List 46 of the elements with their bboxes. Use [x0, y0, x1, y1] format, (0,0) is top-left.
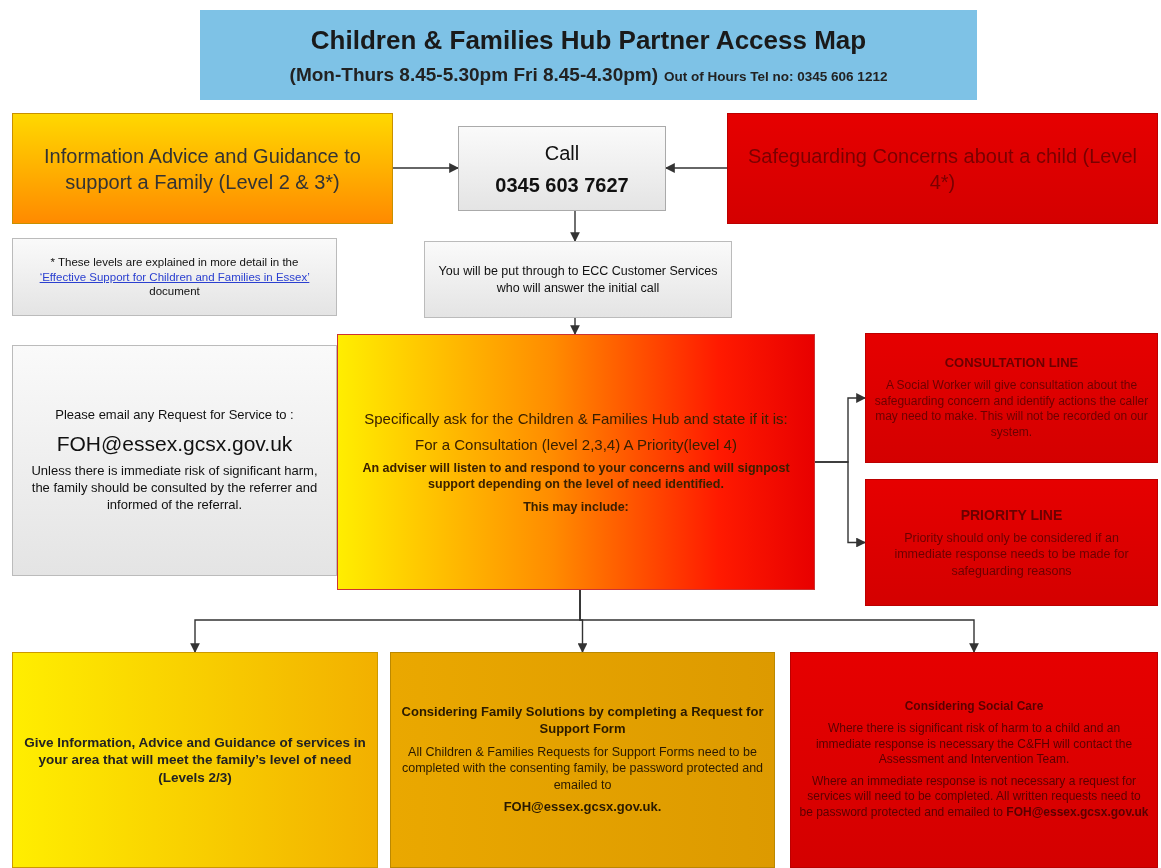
box-text: Where there is significant risk of harm to a child and an immediate response is necessary the C&FH will contact the Assessment and Intervention Team.	[814, 721, 1134, 768]
arrow	[392, 163, 459, 173]
priority-box	[865, 479, 1158, 606]
box-text: Unless there is immediate risk of significant harm, the family should be consulted by the referrer and informed of the referral.	[30, 463, 319, 514]
box-text: For a Consultation (level 2,3,4) A Priority(level 4)	[415, 434, 737, 455]
box-text: FOH@essex.gcsx.gov.uk.	[503, 798, 662, 816]
footnote-text: * These levels are explained in more detail in the ‘Effective Support for Children and Families in Essex’ document	[38, 254, 311, 300]
box-text: Specifically ask for the Children & Families Hub and state if it is:	[364, 409, 788, 429]
box-text: All Children & Families Requests for Support Forms need to be completed with the consenting family, be password protected and emailed to	[400, 744, 765, 793]
subtitle: Out of Hours Tel no: 0345 606 1212	[664, 68, 888, 84]
box-text: Please email any Request for Service to :	[55, 407, 294, 424]
document-link: ‘Effective Support for Children and Families in Essex’	[39, 270, 310, 283]
arrow	[570, 317, 580, 335]
outcome-box	[390, 652, 775, 868]
box-text: You will be put through to ECC Customer Services who will answer the initial call	[437, 263, 719, 296]
process-box	[424, 241, 732, 318]
consultation-box	[865, 333, 1158, 463]
process-box	[337, 334, 815, 590]
footnote-box	[12, 238, 337, 316]
call-box	[458, 126, 666, 211]
box-text: Considering Family Solutions by completing a Request for Support Form	[400, 704, 765, 739]
box-text: Safeguarding Concerns about a child (Level 4*)	[746, 143, 1139, 195]
box-text: Information Advice and Guidance to support a Family (Level 2 & 3*)	[43, 143, 362, 195]
outcome-box	[12, 652, 378, 868]
box-text: Considering Social Care	[904, 699, 1044, 715]
info-box	[12, 113, 393, 224]
safeguarding-box	[727, 113, 1158, 224]
arrow	[665, 163, 728, 173]
subtitle: (Mon-Thurs 8.45-5.30pm Fri 8.45-4.30pm)	[289, 63, 659, 86]
arrow	[570, 210, 580, 242]
box-text: Where an immediate response is not necessary a request for services will need to be completed. All written requests need to be password protected and emailed to FOH@essex.gcsx.gov.uk	[799, 773, 1149, 821]
box-text: CONSULTATION LINE	[944, 355, 1079, 373]
box-text: A Social Worker will give consultation about the safeguarding concern and identify actions the caller may need to make. This will not be recorded on our system.	[874, 378, 1149, 441]
box-text: Give Information, Advice and Guidance of services in your area that will meet the family’s level of need (Levels 2/3)	[23, 733, 367, 787]
box-text: An adviser will listen to and respond to your concerns and will signpost support depending on the level of need identified.	[361, 460, 791, 493]
social-care-box	[790, 652, 1158, 868]
email-box	[12, 345, 337, 576]
box-text: PRIORITY LINE	[960, 506, 1063, 525]
arrow	[579, 589, 979, 653]
box-text: FOH@essex.gcsx.gov.uk	[56, 430, 293, 457]
box-text: Call	[544, 140, 580, 166]
box-text: This may include:	[523, 498, 629, 515]
box-text: 0345 603 7627	[495, 172, 629, 198]
title: Children & Families Hub Partner Access Map	[310, 24, 867, 56]
arrow	[814, 461, 866, 548]
box-text: Priority should only be considered if an immediate response needs to be made for safeguarding reasons	[893, 530, 1130, 579]
